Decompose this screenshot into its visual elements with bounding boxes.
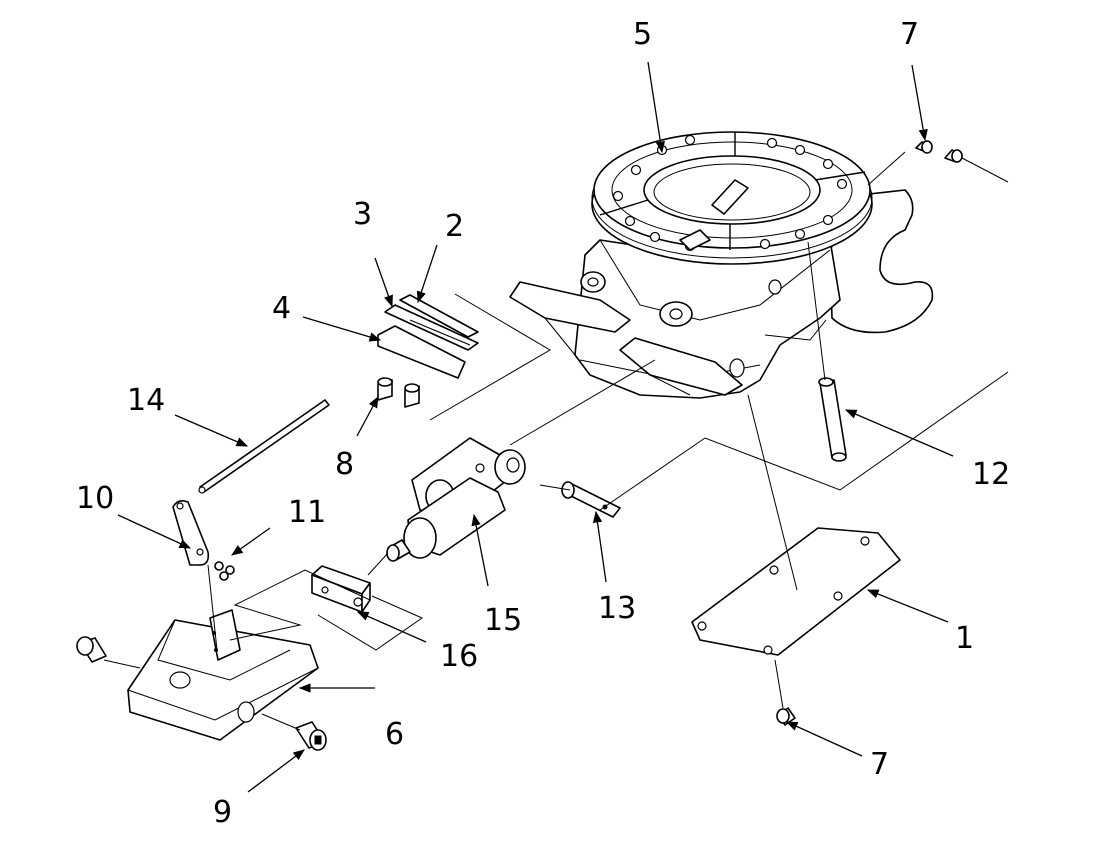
callout-1: 1 xyxy=(955,621,974,656)
part-8-screws xyxy=(377,377,420,408)
callout-10: 10 xyxy=(76,481,114,516)
callout-12: 12 xyxy=(972,457,1010,492)
callout-14: 14 xyxy=(127,383,165,418)
callout-11: 11 xyxy=(288,495,326,530)
part-3-plate xyxy=(384,304,479,351)
part-11-pins xyxy=(214,561,235,581)
callout-8: 8 xyxy=(335,447,354,482)
leader-arrows xyxy=(117,61,954,793)
callout-labels: 1 2 3 4 5 6 7 7 8 9 10 11 12 13 14 15 16 xyxy=(76,17,1010,830)
part-7-screw-upper-b xyxy=(944,149,963,163)
callout-6: 6 xyxy=(385,717,404,752)
part-6-screw-left xyxy=(76,636,107,663)
part-1-cover-plate xyxy=(691,527,901,656)
part-12-pin xyxy=(818,377,847,462)
callout-3: 3 xyxy=(353,197,372,232)
part-15-cylinder xyxy=(386,437,526,562)
part-16-block xyxy=(311,565,371,613)
part-4-block xyxy=(377,325,466,379)
callout-16: 16 xyxy=(440,639,478,674)
part-13-pin xyxy=(561,481,621,518)
part-6-base xyxy=(127,609,319,741)
part-5-housing xyxy=(509,131,934,399)
callout-4: 4 xyxy=(272,291,291,326)
callout-9: 9 xyxy=(213,795,232,830)
callout-15: 15 xyxy=(484,603,522,638)
callout-13: 13 xyxy=(598,591,636,626)
callout-2: 2 xyxy=(445,209,464,244)
part-7-screw-upper-a xyxy=(915,140,933,154)
assembly-lines xyxy=(103,151,1009,731)
callout-7-upper: 7 xyxy=(900,17,919,52)
part-7-screw-lower xyxy=(776,707,796,726)
part-10-lever xyxy=(172,500,210,566)
callout-5: 5 xyxy=(633,17,652,52)
callout-7-lower: 7 xyxy=(870,747,889,782)
part-14-rod xyxy=(198,399,330,494)
part-9-screw xyxy=(295,721,327,751)
part-2-plate xyxy=(399,294,479,338)
